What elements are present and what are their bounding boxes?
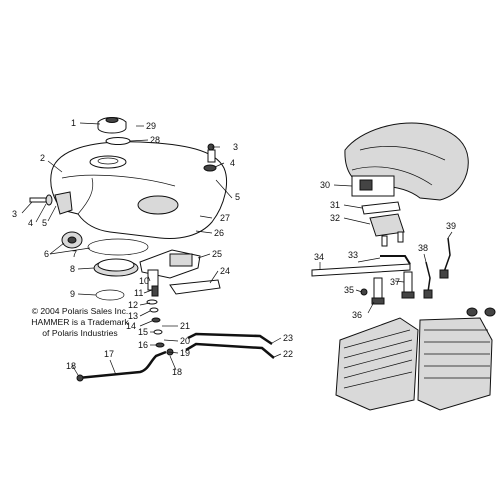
engine-cylinders [335, 317, 493, 411]
rubber-grommet [61, 231, 83, 249]
callout-21: 21 [180, 321, 190, 331]
callout-31: 31 [330, 200, 340, 210]
callout-3-right: 3 [233, 142, 238, 152]
callout-1: 1 [71, 118, 76, 128]
callout-12: 12 [128, 300, 138, 310]
callout-9: 9 [70, 289, 75, 299]
tank-filler-opening [89, 155, 127, 169]
callout-26: 26 [214, 228, 224, 238]
tank-emblem [137, 195, 179, 215]
snap-ring [95, 289, 125, 301]
throttle-seal [361, 201, 401, 215]
fuel-rail [311, 263, 411, 277]
callout-10: 10 [139, 276, 149, 286]
intake-adapter [369, 213, 405, 237]
callout-32: 32 [330, 213, 340, 223]
callout-37: 37 [390, 277, 400, 287]
callout-23: 23 [283, 333, 293, 343]
callout-labels: 1 29 28 2 3 4 5 3 4 5 27 26 6 7 25 8 24 … [12, 118, 456, 377]
sensor-lead-39 [443, 237, 451, 273]
rail-tube [380, 255, 411, 265]
callout-11: 11 [134, 288, 143, 298]
callout-27: 27 [220, 213, 230, 223]
callout-7: 7 [72, 249, 77, 259]
callout-33: 33 [348, 250, 358, 260]
callout-14: 14 [126, 321, 136, 331]
callout-18-right: 18 [172, 367, 182, 377]
mount-bolt-left [29, 194, 53, 206]
copyright-notice: © 2004 Polaris Sales Inc. HAMMER is a Tr… [0, 306, 160, 339]
callout-30: 30 [320, 180, 330, 190]
pump-gasket [87, 238, 149, 256]
callout-22: 22 [283, 349, 293, 359]
throttle-body [351, 175, 395, 197]
fuel-line-17 [77, 350, 167, 380]
pump-small-parts [146, 285, 165, 348]
callout-35: 35 [344, 285, 354, 295]
callout-2: 2 [40, 153, 45, 163]
trademark-line: HAMMER is a Trademark [31, 317, 129, 327]
callout-16: 16 [138, 340, 148, 350]
fuel-line-22 [185, 342, 275, 359]
callout-34: 34 [314, 252, 324, 262]
leader-lines [21, 122, 453, 376]
callout-25: 25 [212, 249, 222, 259]
fuel-tank [50, 141, 227, 239]
pump-flange [93, 258, 139, 277]
callout-8: 8 [70, 264, 75, 274]
hose-clamp-left [76, 374, 84, 382]
fuel-cap [97, 117, 127, 134]
sensor-lead-38 [425, 261, 431, 293]
callout-19: 19 [180, 348, 190, 358]
callout-6: 6 [44, 249, 49, 259]
callout-24: 24 [220, 266, 230, 276]
trademark-owner-line: of Polaris Industries [42, 328, 118, 338]
callout-4-right: 4 [230, 158, 235, 168]
callout-29: 29 [146, 121, 156, 131]
callout-36: 36 [352, 310, 362, 320]
callout-5-left: 5 [42, 218, 47, 228]
callout-20: 20 [180, 336, 190, 346]
callout-13: 13 [128, 311, 138, 321]
callout-38: 38 [418, 243, 428, 253]
callout-18-left: 18 [66, 361, 76, 371]
callout-17: 17 [104, 349, 114, 359]
fuel-injector-rear [401, 271, 415, 299]
fuel-line-23 [187, 332, 273, 346]
cap-gasket [105, 137, 131, 145]
tank-front-bracket [54, 191, 73, 215]
callout-15: 15 [138, 327, 148, 337]
callout-5-right: 5 [235, 192, 240, 202]
fuel-injector-front [371, 277, 385, 305]
copyright-line: © 2004 Polaris Sales Inc. [31, 306, 129, 316]
callout-39: 39 [446, 221, 456, 231]
callout-28: 28 [150, 135, 160, 145]
fuel-pump-assembly [139, 249, 221, 295]
callout-4-left: 4 [28, 218, 33, 228]
callout-3-left: 3 [12, 209, 17, 219]
